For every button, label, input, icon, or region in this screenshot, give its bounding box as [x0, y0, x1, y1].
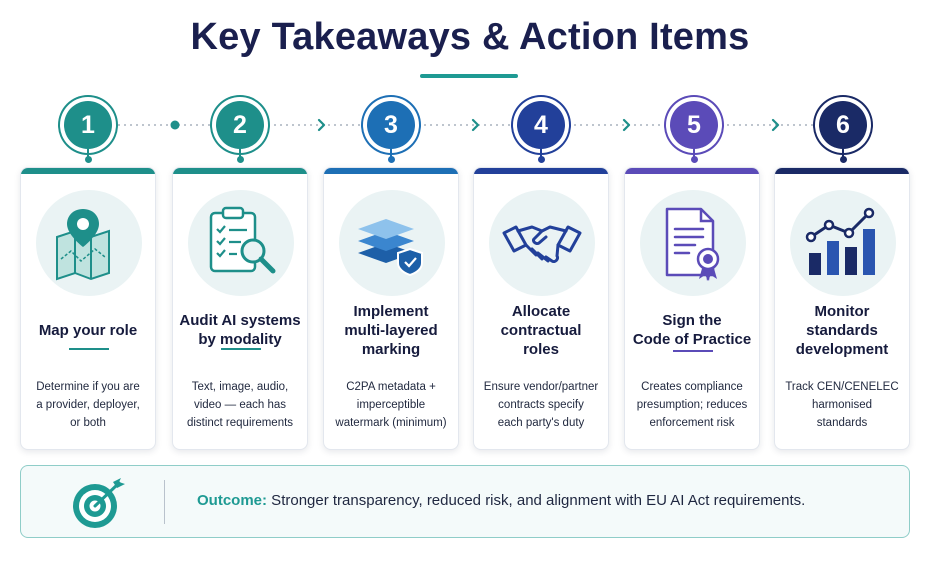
badge-pin — [540, 149, 542, 159]
badge-pin-dot — [387, 156, 395, 163]
step-description: Track CEN/CENELEC harmonised standards — [785, 381, 899, 429]
icon-circle — [36, 190, 142, 296]
badge-pin-dot — [839, 156, 847, 163]
step-title: Monitor standards development — [795, 302, 889, 358]
card-top-bar — [775, 168, 909, 174]
step-card-map-role: Map your role Determine if you are a pro… — [20, 167, 156, 450]
card-top-bar — [173, 168, 307, 174]
card-top-bar — [21, 168, 155, 174]
icon-circle — [339, 190, 445, 296]
chevron-right-icon — [771, 118, 780, 132]
badge-pin — [87, 149, 89, 159]
step-card-code-of-practice: Sign the Code of Practice Creates compli… — [624, 167, 760, 450]
step-description: Determine if you are a provider, deploye… — [36, 381, 140, 429]
certificate-document-icon — [665, 207, 720, 281]
badge-pin — [390, 149, 392, 159]
step-number-badge: 4 — [517, 101, 565, 149]
step-description: Text, image, audio, video — each has dis… — [186, 381, 294, 429]
title-underline — [221, 348, 261, 350]
layers-shield-icon — [358, 219, 423, 277]
step-card-allocate-roles: Allocate contractual roles Ensure vendor… — [473, 167, 609, 450]
outcome-statement: Outcome: Stronger transparency, reduced … — [197, 492, 805, 509]
step-number-badge: 2 — [216, 101, 264, 149]
chevron-right-icon — [622, 118, 631, 132]
clipboard-magnifier-icon — [209, 206, 276, 274]
target-arrow-icon — [73, 478, 125, 528]
step-description: Creates compliance presumption; reduces … — [636, 381, 748, 429]
map-pin-icon — [56, 209, 110, 281]
badge-pin-dot — [537, 156, 545, 163]
chevron-right-icon — [317, 118, 326, 132]
step-card-monitor-standards: Monitor standards development Track CEN/… — [774, 167, 910, 450]
badge-pin-dot — [690, 156, 698, 163]
step-title: Sign the Code of Practice — [632, 312, 752, 348]
badge-pin — [842, 149, 844, 159]
step-number-badge: 5 — [670, 101, 718, 149]
card-top-bar — [474, 168, 608, 174]
title-underline — [420, 74, 518, 78]
step-number-badge: 1 — [64, 101, 112, 149]
icon-circle — [640, 190, 746, 296]
step-description: Ensure vendor/partner contracts specify … — [483, 381, 599, 429]
page-title: Key Takeaways & Action Items — [190, 16, 750, 58]
step-card-implement-marking: Implement multi-layered marking C2PA met… — [323, 167, 459, 450]
icon-circle — [188, 190, 294, 296]
badge-pin-dot — [84, 156, 92, 163]
step-number-badge: 3 — [367, 101, 415, 149]
title-underline — [69, 348, 109, 350]
connector-dot — [170, 120, 180, 130]
step-number-badge: 6 — [819, 101, 867, 149]
bar-chart-trend-icon — [805, 207, 875, 275]
badge-pin-dot — [236, 156, 244, 163]
badge-pin — [693, 149, 695, 159]
outcome-text: Stronger transparency, reduced risk, and… — [267, 492, 806, 509]
handshake-icon — [502, 225, 582, 263]
outcome-label: Outcome: — [197, 492, 268, 509]
step-title: Map your role — [38, 321, 138, 339]
outcome-divider — [164, 480, 165, 524]
card-top-bar — [625, 168, 759, 174]
step-description: C2PA metadata + imperceptible watermark … — [335, 381, 447, 429]
step-card-audit-systems: Audit AI systems by modality Text, image… — [172, 167, 308, 450]
chevron-right-icon — [471, 118, 480, 132]
step-title: Implement multi-layered marking — [344, 302, 438, 358]
icon-circle — [790, 190, 896, 296]
badge-pin — [239, 149, 241, 159]
title-underline — [673, 350, 713, 352]
outcome-banner: Outcome: Stronger transparency, reduced … — [20, 465, 910, 538]
step-title: Allocate contractual roles — [500, 302, 582, 358]
card-top-bar — [324, 168, 458, 174]
step-title: Audit AI systems by modality — [179, 312, 301, 348]
icon-circle — [489, 190, 595, 296]
